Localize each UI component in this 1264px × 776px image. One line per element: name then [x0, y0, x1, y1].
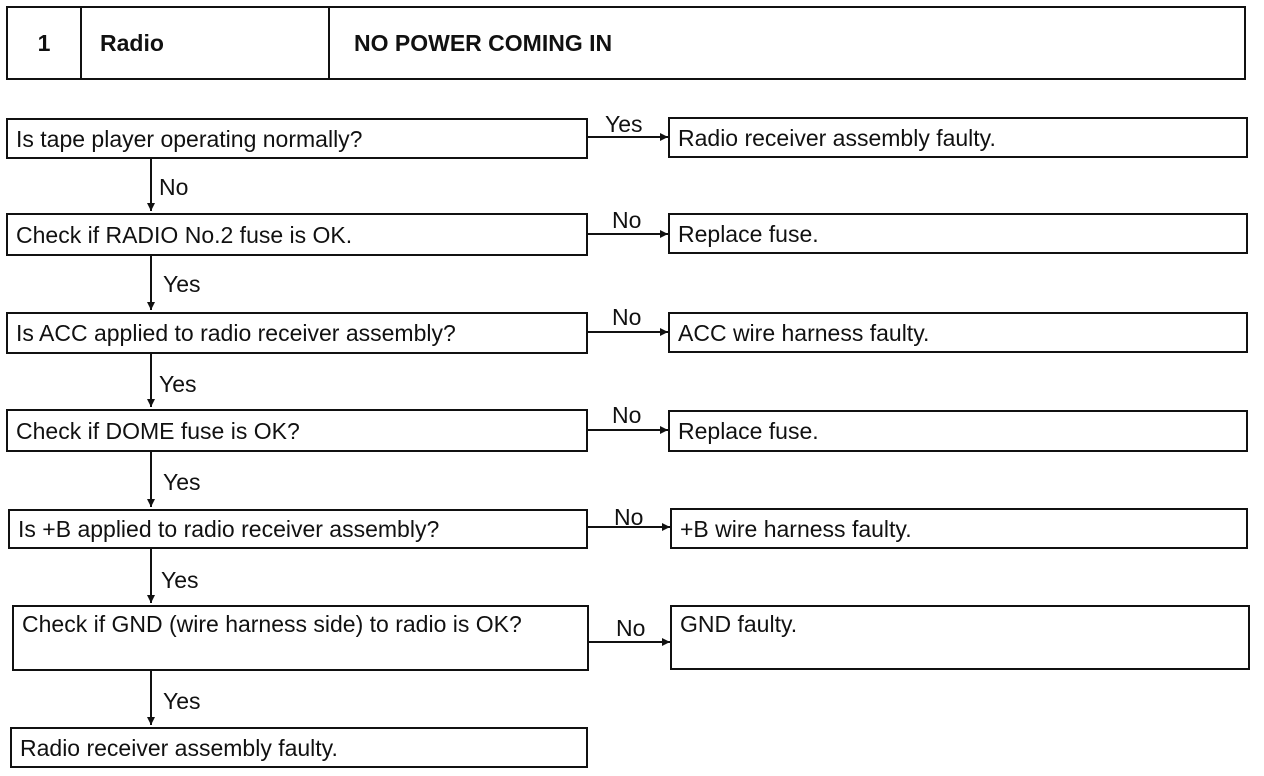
- question-box-4: Check if DOME fuse is OK?: [6, 409, 588, 452]
- question-box-1: Is tape player operating normally?: [6, 118, 588, 159]
- result-box-2: Replace fuse.: [668, 213, 1248, 254]
- question-box-3: Is ACC applied to radio receiver assembl…: [6, 312, 588, 354]
- result-text: Radio receiver assembly faulty.: [678, 124, 996, 151]
- down-label-3: Yes: [159, 371, 197, 397]
- down-label-6: Yes: [163, 688, 201, 714]
- result-text: Replace fuse.: [678, 220, 819, 247]
- result-text: Replace fuse.: [678, 418, 819, 444]
- question-box-5: Is +B applied to radio receiver assembly…: [8, 509, 588, 549]
- question-text: Check if GND (wire harness side) to radi…: [22, 611, 522, 637]
- result-text: +B wire harness faulty.: [680, 515, 912, 542]
- branch-label-4: No: [612, 402, 642, 428]
- down-label-1: No: [159, 174, 189, 200]
- down-label-2: Yes: [163, 271, 201, 297]
- result-box-6: GND faulty.: [670, 605, 1250, 670]
- final-result-box: Radio receiver assembly faulty.: [10, 727, 588, 768]
- question-box-2: Check if RADIO No.2 fuse is OK.: [6, 213, 588, 256]
- symptom-title: NO POWER COMING IN: [354, 29, 613, 56]
- result-text: GND faulty.: [680, 611, 798, 637]
- branch-label-5: No: [614, 504, 644, 530]
- result-text: ACC wire harness faulty.: [678, 319, 930, 346]
- result-box-3: ACC wire harness faulty.: [668, 312, 1248, 353]
- result-box-5: +B wire harness faulty.: [670, 508, 1248, 549]
- question-text: Is ACC applied to radio receiver assembl…: [16, 320, 456, 346]
- procedure-header: 1 Radio NO POWER COMING IN: [6, 6, 1246, 80]
- question-text: Check if DOME fuse is OK?: [16, 417, 300, 444]
- branch-label-6: No: [616, 615, 646, 641]
- result-box-4: Replace fuse.: [668, 410, 1248, 452]
- question-text: Is +B applied to radio receiver assembly…: [18, 516, 440, 542]
- procedure-number: 1: [8, 8, 82, 78]
- down-label-4: Yes: [163, 469, 201, 495]
- branch-label-3: No: [612, 304, 642, 330]
- question-box-6: Check if GND (wire harness side) to radi…: [12, 605, 589, 671]
- down-label-5: Yes: [161, 567, 199, 593]
- result-box-1: Radio receiver assembly faulty.: [668, 117, 1248, 158]
- question-text: Check if RADIO No.2 fuse is OK.: [16, 221, 353, 248]
- branch-label-1: Yes: [605, 111, 643, 137]
- final-result-text: Radio receiver assembly faulty.: [20, 734, 338, 761]
- branch-label-2: No: [612, 207, 642, 233]
- question-text: Is tape player operating normally?: [16, 125, 363, 152]
- system-name: Radio: [82, 8, 330, 78]
